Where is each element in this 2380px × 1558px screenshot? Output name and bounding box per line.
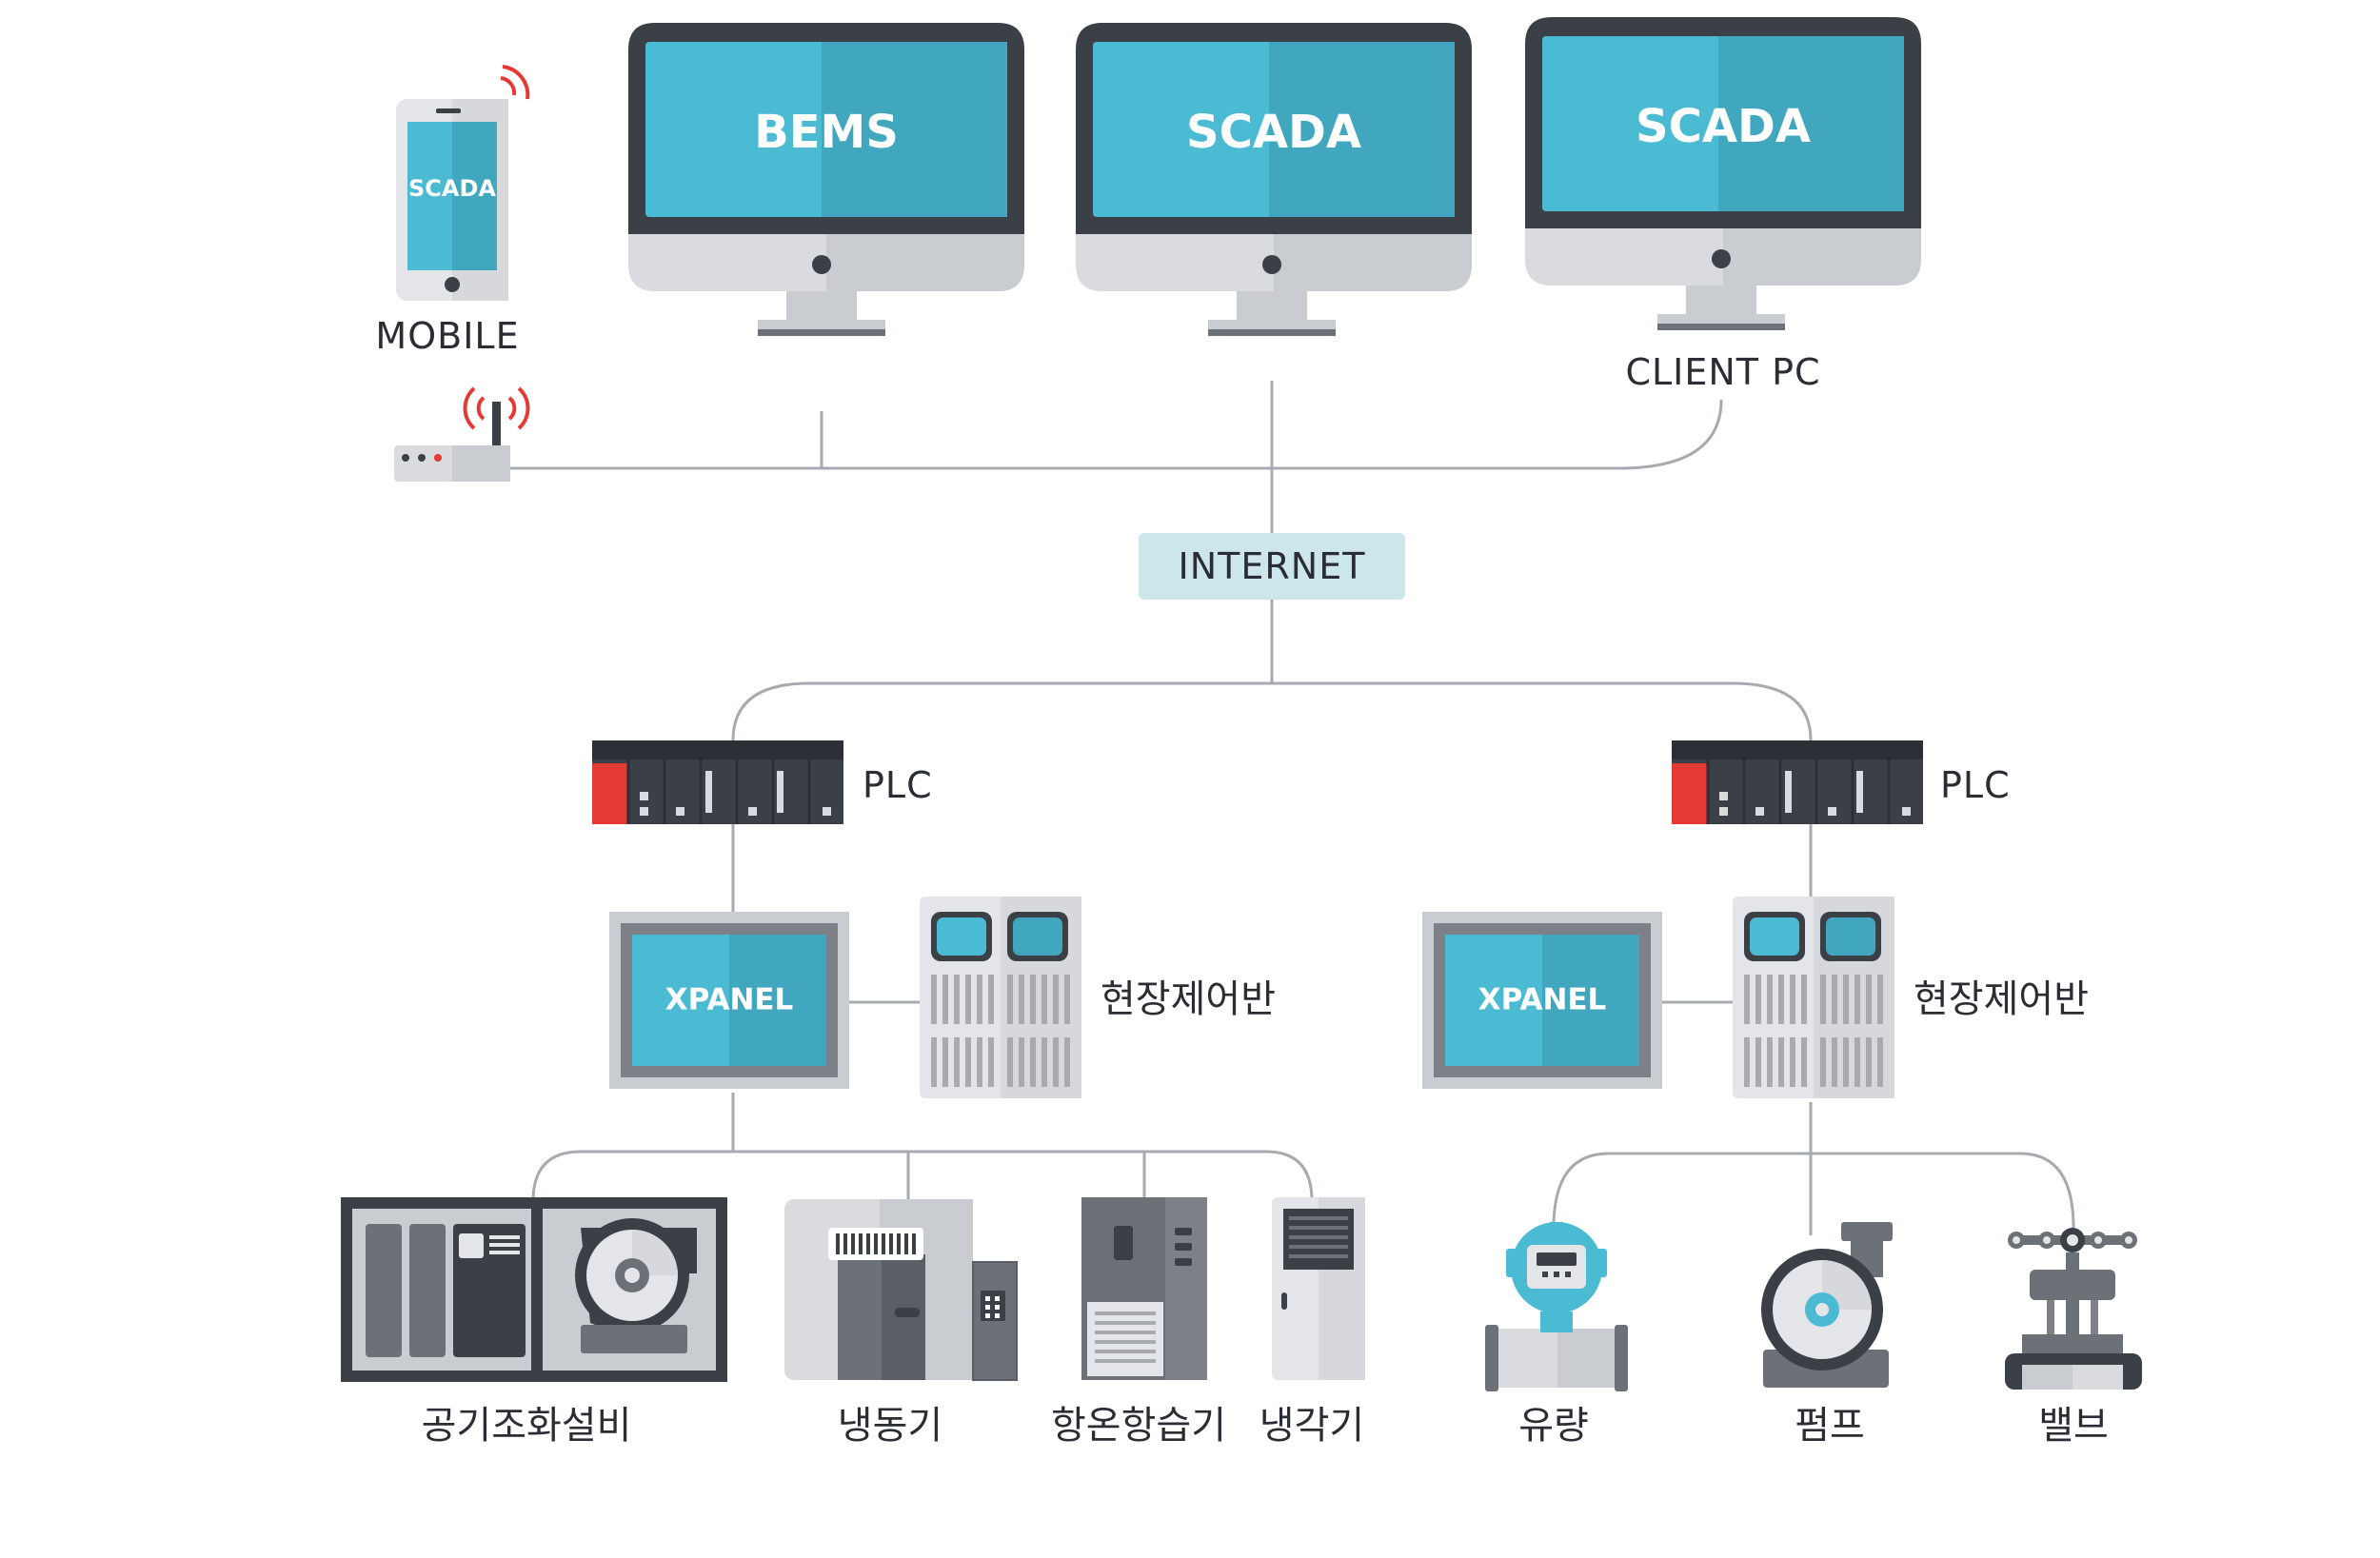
device-label-flow: 유량 [1518,1404,1589,1448]
monitor-scada-screen-text: SCADA [1186,106,1361,159]
flow-meter-icon [1485,1222,1628,1391]
monitor-bems-screen-text: BEMS [754,106,899,159]
valve-icon [2005,1228,2142,1390]
plc-right-icon [1672,740,1923,824]
device-label-valve: 밸브 [2038,1404,2109,1448]
xpanel-right-icon [1422,912,1662,1089]
internet-box [1139,533,1405,600]
device-label-pump: 펌프 [1795,1404,1865,1448]
control-panel-left-icon [920,897,1081,1098]
xpanel-right-screen-text: XPANEL [1478,982,1607,1017]
control-panel-left-label: 현장제어반 [1101,977,1276,1021]
monitor-bems-icon [628,23,1024,336]
cooler-icon [1272,1197,1365,1380]
device-label-cooler: 냉각기 [1259,1404,1365,1448]
monitor-client-pc-icon [1525,17,1921,330]
plc-left-icon [592,740,843,824]
plc-right-label: PLC [1940,764,2011,806]
router-icon [394,386,530,482]
air-handling-unit-icon [341,1197,727,1382]
refrigerator-unit-icon [784,1199,1018,1381]
control-panel-right-icon [1733,897,1894,1098]
internet-label: INTERNET [1178,545,1366,587]
thermo-hygrostat-icon [1081,1197,1207,1380]
connection-lines [509,381,2075,1235]
device-label-ahu: 공기조화설비 [421,1404,632,1448]
monitor-client-screen-text: SCADA [1636,100,1811,153]
plc-left-label: PLC [863,764,933,806]
device-label-thermo-hygrostat: 항온항습기 [1051,1404,1226,1448]
mobile-screen-text: SCADA [408,175,496,202]
client-pc-label: CLIENT PC [1625,351,1821,393]
pump-icon [1761,1222,1893,1388]
mobile-label: MOBILE [375,315,520,357]
device-label-refrigerator: 냉동기 [837,1404,943,1448]
smartphone-icon [396,65,530,301]
xpanel-left-icon [609,912,849,1089]
monitor-scada-icon [1076,23,1472,336]
xpanel-left-screen-text: XPANEL [664,982,794,1017]
control-panel-right-label: 현장제어반 [1914,977,2089,1021]
